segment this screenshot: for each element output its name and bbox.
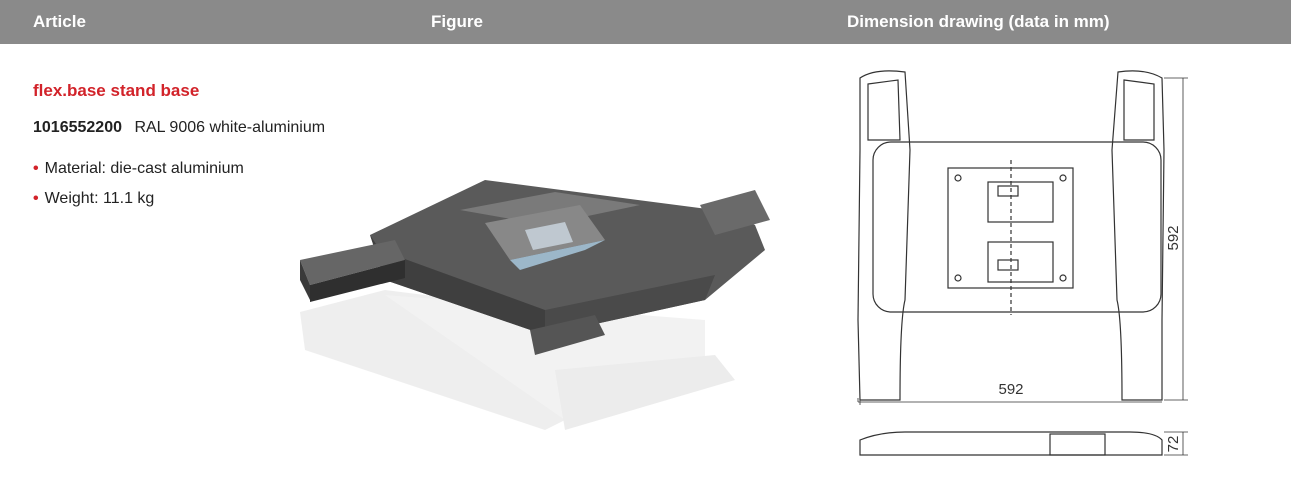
list-item: • Material: die-cast aluminium — [33, 160, 244, 178]
article-color: RAL 9006 white-aluminium — [134, 119, 326, 136]
header-dimension-drawing: Dimension drawing (data in mm) — [847, 12, 1110, 31]
feature-text: Weight: 11.1 kg — [44, 190, 155, 207]
product-title: flex.base stand base — [33, 81, 200, 100]
article-line: 1016552200 RAL 9006 white-aluminium — [33, 119, 325, 137]
header-article: Article — [33, 12, 86, 31]
bullet-icon: • — [33, 190, 39, 207]
feature-list: • Material: die-cast aluminium • Weight: 1… — [33, 160, 244, 220]
product-image — [295, 130, 775, 435]
dimension-width-label: 592 — [998, 381, 1023, 398]
table-header: Article Figure Dimension drawing (data i… — [0, 0, 1291, 44]
dimension-height-label: 592 — [1165, 225, 1182, 250]
bullet-icon: • — [33, 160, 39, 177]
header-figure: Figure — [431, 12, 483, 31]
dimension-drawing: 592 592 72 — [840, 60, 1200, 480]
list-item: • Weight: 11.1 kg — [33, 190, 244, 208]
feature-text: Material: die-cast aluminium — [44, 160, 244, 177]
dimension-thickness-label: 72 — [1165, 436, 1182, 453]
article-number: 1016552200 — [33, 119, 122, 136]
